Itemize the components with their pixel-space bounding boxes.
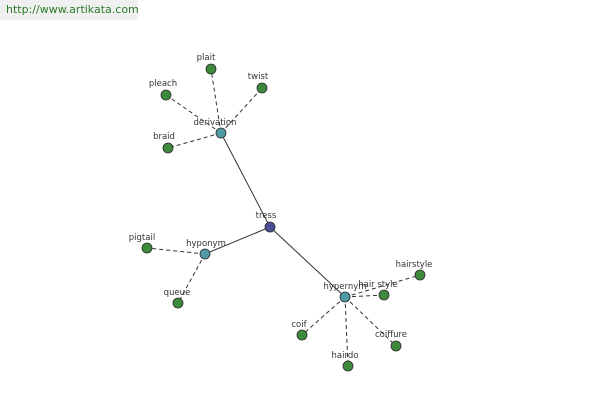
edge-twist xyxy=(220,87,263,134)
word-node-coif[interactable] xyxy=(296,329,308,341)
relation-node-hypernym[interactable] xyxy=(339,291,351,303)
word-node-coiffure[interactable] xyxy=(390,340,402,352)
edge-derivation xyxy=(220,132,271,228)
word-label-coiffure: coiffure xyxy=(375,330,407,340)
word-label-hairdo: hairdo xyxy=(332,351,359,361)
relation-label-hyponym: hyponym xyxy=(186,239,226,249)
word-label-hair-style: hair style xyxy=(358,280,398,290)
edge-hairdo xyxy=(344,296,349,367)
word-node-hairdo[interactable] xyxy=(342,360,354,372)
word-node-twist[interactable] xyxy=(256,82,268,94)
word-node-plait[interactable] xyxy=(205,63,217,75)
root-node-tress[interactable] xyxy=(264,221,276,233)
edge-coif xyxy=(301,296,346,336)
word-label-twist: twist xyxy=(248,72,269,82)
edge-braid xyxy=(167,132,222,149)
word-node-queue[interactable] xyxy=(172,297,184,309)
word-label-braid: braid xyxy=(153,132,175,142)
site-url-link[interactable]: http://www.artikata.com xyxy=(6,3,139,16)
edge-plait xyxy=(210,68,222,134)
word-node-hair-style[interactable] xyxy=(378,289,390,301)
word-node-braid[interactable] xyxy=(162,142,174,154)
edge-pigtail xyxy=(146,247,206,255)
edge-hypernym xyxy=(269,226,346,298)
relation-node-hyponym[interactable] xyxy=(199,248,211,260)
edge-queue xyxy=(177,253,206,304)
edge-hair-style xyxy=(344,294,385,298)
relation-label-hypernym: hypernym xyxy=(323,282,366,292)
root-label: tress xyxy=(256,211,277,221)
word-label-coif: coif xyxy=(291,320,307,330)
edge-coiffure xyxy=(344,296,397,347)
relation-label-derivation: derivation xyxy=(193,118,236,128)
word-label-pigtail: pigtail xyxy=(129,233,155,243)
word-label-pleach: pleach xyxy=(149,79,177,89)
url-bar: http://www.artikata.com xyxy=(0,0,139,20)
edge-hairstyle xyxy=(344,274,421,298)
word-node-hairstyle[interactable] xyxy=(414,269,426,281)
relation-node-derivation[interactable] xyxy=(215,127,227,139)
word-label-plait: plait xyxy=(197,53,216,63)
word-node-pleach[interactable] xyxy=(160,89,172,101)
word-label-hairstyle: hairstyle xyxy=(396,260,433,270)
word-label-queue: queue xyxy=(164,288,191,298)
edge-hyponym xyxy=(204,226,271,255)
word-node-pigtail[interactable] xyxy=(141,242,153,254)
